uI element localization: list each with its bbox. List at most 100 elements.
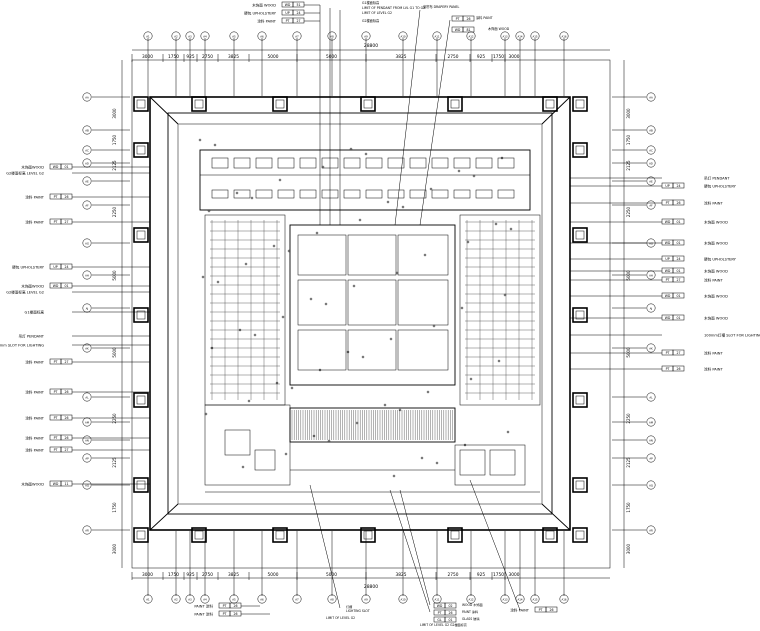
light-fixture	[365, 157, 383, 169]
tag-label: 硬包 UPHOLSTERY	[244, 10, 277, 15]
column	[191, 96, 207, 112]
light-fixture	[255, 157, 273, 169]
grid-letter-left: AQ	[85, 483, 89, 487]
grid-bubble-bottom	[327, 594, 337, 604]
top-note: G2楼面标高	[362, 18, 379, 23]
column-core	[575, 230, 585, 240]
corner-diagonal	[149, 503, 179, 531]
grid-bubble-right	[646, 158, 656, 168]
column-core	[450, 530, 460, 540]
grid-letter-right: AB	[649, 128, 653, 132]
tag-number: 26	[64, 416, 68, 420]
top-note: 涂料 PAINT	[476, 15, 493, 20]
tag-num-box	[229, 602, 242, 609]
downlight	[420, 456, 424, 460]
dimension-top: 2750	[202, 54, 213, 60]
light-fixture	[211, 189, 229, 199]
downlight	[250, 196, 254, 200]
column-core	[363, 530, 373, 540]
tag-num-box	[672, 267, 685, 274]
downlight	[497, 359, 501, 363]
grid-letter-right: AQ	[649, 483, 653, 487]
grid-number-top: A5	[232, 35, 236, 39]
leader-line	[399, 489, 431, 606]
fixture-box	[489, 449, 516, 476]
tag-code: WD	[665, 294, 671, 298]
grid-number-bottom: A9	[364, 598, 368, 602]
tag-num-box	[444, 602, 457, 609]
tag-number: 26	[64, 436, 68, 440]
dimension-left: 5000	[112, 270, 117, 281]
column	[272, 96, 288, 112]
tag-number: 26	[676, 367, 680, 371]
tag-code: WD	[53, 165, 59, 169]
downlight	[201, 275, 205, 279]
column	[447, 527, 463, 543]
tag-num-box	[462, 15, 475, 22]
grid-letter-right: AM	[649, 420, 653, 424]
column	[572, 527, 588, 543]
grid-letter-right: AE	[649, 179, 653, 183]
dimension-bottom: 1750	[493, 572, 504, 578]
grid-letter-left: AE	[85, 179, 89, 183]
grid-number-top: A1	[146, 35, 150, 39]
grid-bubble-right	[646, 435, 656, 445]
column-core	[575, 310, 585, 320]
grid-letter-left: AP	[85, 456, 89, 460]
tag-code: UP	[665, 184, 669, 188]
grid-number-bottom: A11	[434, 598, 439, 602]
light-fixture	[497, 157, 515, 169]
grid-number-top: A4	[203, 35, 207, 39]
dimension-right: 1750	[626, 502, 631, 513]
dimension-left: 2125	[112, 457, 117, 468]
grid-letter-right: AH	[649, 273, 653, 277]
grid-bubble-top	[257, 31, 267, 41]
tag-number: 01	[64, 165, 68, 169]
grid-bubble-left	[82, 343, 92, 353]
downlight	[392, 474, 396, 478]
tag-code: PT	[286, 19, 290, 23]
downlight	[275, 381, 279, 385]
left-material-tag: G2楼面标高 LEVEL G2	[6, 289, 44, 294]
leader-line	[419, 19, 451, 226]
column	[133, 527, 149, 543]
tag-num-box	[672, 276, 685, 283]
light-fixture	[343, 157, 361, 169]
tag-code: UP	[665, 257, 669, 261]
downlight	[386, 200, 390, 204]
light-fixture	[431, 189, 449, 199]
tag-label: PAINT 涂料	[194, 611, 213, 616]
grid-letter-right: AG	[649, 241, 653, 245]
leader-line	[389, 489, 431, 613]
downlight	[423, 253, 427, 257]
column	[360, 527, 376, 543]
tag-number: 26	[233, 604, 237, 608]
grid-bubble-bottom	[200, 594, 210, 604]
bottom-note: 灯槽	[346, 604, 352, 609]
tag-code: PT	[666, 367, 670, 371]
tag-number: 01	[676, 316, 680, 320]
grid-bubble-top	[530, 31, 540, 41]
dimension-right: 2250	[626, 206, 631, 217]
tag-num-box	[545, 606, 558, 613]
leader-line	[469, 479, 521, 611]
tag-label: 100mm SLOT FOR LIGHTING	[0, 343, 44, 347]
dimension-right: 5000	[626, 270, 631, 281]
grid-number-bottom: A10	[400, 598, 405, 602]
downlight	[324, 302, 328, 306]
dimension-right: 2250	[626, 413, 631, 424]
grid-number-top: A15	[532, 35, 537, 39]
building-inner-wall	[167, 112, 553, 515]
ceiling-panel	[397, 234, 449, 276]
tag-code: PT	[54, 195, 58, 199]
grid-bubble-left	[82, 176, 92, 186]
grid-letter-right: AR	[649, 528, 653, 532]
west-corridor	[204, 214, 286, 406]
grid-bubble-right	[646, 480, 656, 490]
grid-bubble-right	[646, 145, 656, 155]
